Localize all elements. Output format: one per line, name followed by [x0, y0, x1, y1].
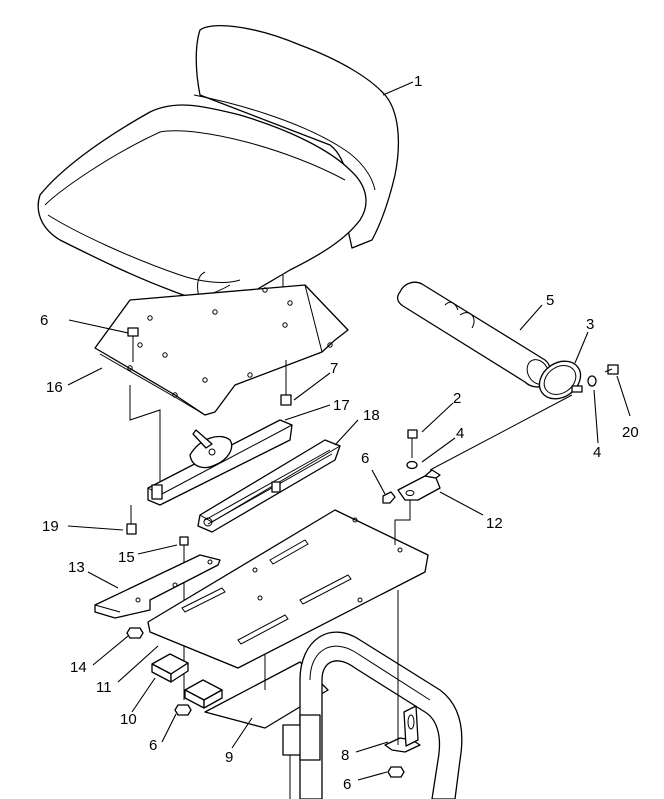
callout-6-upper: 6	[40, 312, 48, 329]
callout-1: 1	[414, 73, 422, 90]
callout-12: 12	[486, 515, 503, 532]
nut-6-mid	[382, 491, 396, 504]
callout-9: 9	[225, 749, 233, 766]
callout-10: 10	[120, 711, 137, 728]
callout-6-mid: 6	[361, 450, 369, 467]
callout-11: 11	[96, 679, 112, 696]
callout-4-right: 4	[593, 444, 601, 461]
callout-19: 19	[42, 518, 59, 535]
bracket-8	[384, 590, 421, 753]
callout-17: 17	[333, 397, 350, 414]
slide-rail-17	[147, 419, 293, 506]
pad-10b	[184, 679, 223, 709]
callout-15: 15	[118, 549, 135, 566]
callout-20: 20	[622, 424, 639, 441]
callout-8: 8	[341, 747, 349, 764]
callout-13: 13	[68, 559, 85, 576]
bracket-12	[394, 394, 573, 545]
callout-16: 16	[46, 379, 63, 396]
frame-tube	[282, 631, 463, 799]
callout-4-mid: 4	[456, 425, 464, 442]
callout-5: 5	[546, 292, 554, 309]
callout-7: 7	[330, 360, 338, 377]
callout-6-lower-right: 6	[343, 776, 351, 793]
nut-6-lower-left	[174, 704, 192, 716]
callout-labels: 1 6 16 7 17 18 2 4 6 12 5 3 4 20 19 15 1…	[40, 73, 639, 793]
bottom-plate-9	[204, 655, 329, 729]
nut-6-lower-right	[387, 766, 405, 778]
bolt-20	[604, 364, 619, 375]
upper-mount-plate	[94, 284, 349, 490]
nut-14	[126, 627, 144, 639]
callout-18: 18	[363, 407, 380, 424]
base-plate	[147, 509, 429, 669]
bolt-19	[126, 505, 137, 535]
bolt-6-upper	[127, 327, 139, 362]
leader-lines	[67, 81, 631, 781]
washer-4-right	[587, 375, 597, 387]
clamp-ring-3	[538, 360, 583, 400]
pad-10	[151, 653, 189, 683]
callout-2: 2	[453, 390, 461, 407]
callout-3: 3	[586, 316, 594, 333]
side-plate-13	[94, 554, 221, 619]
bolt-2	[407, 429, 418, 458]
slide-rail-18	[197, 439, 341, 533]
washer-4-mid	[406, 460, 418, 470]
callout-6-lower-left: 6	[149, 737, 157, 754]
seat	[37, 25, 400, 318]
bolt-7	[280, 360, 292, 406]
callout-14: 14	[70, 659, 87, 676]
tube-5	[396, 281, 551, 388]
